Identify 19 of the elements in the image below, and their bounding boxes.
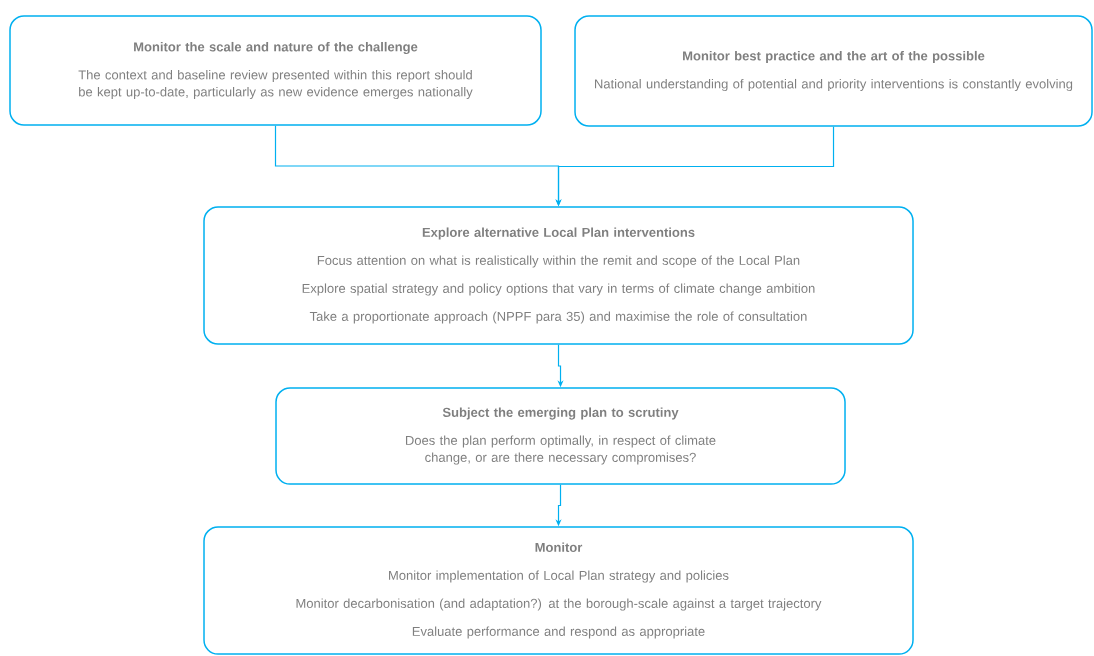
box-text: National understanding of potential and priority interventions is constantly evolving — [595, 78, 1073, 92]
box-heading: Monitor — [535, 542, 583, 552]
box-heading: Subject the emerging plan to scrutiny — [442, 407, 679, 420]
box-text: Does the plan perform optimally, in respect of climate change, or are there necessary compromises? — [406, 435, 716, 465]
box-heading: Monitor the scale and nature of the challenge — [134, 41, 418, 55]
process-box — [203, 526, 914, 655]
process-box — [203, 206, 914, 345]
box-text: Focus attention on what is realistically within the remit and scope of the Local Plan — [317, 255, 800, 268]
process-box — [275, 387, 846, 485]
box-text: Monitor decarbonisation (and adaptation?) at the borough-scale against a target trajectory — [296, 598, 822, 611]
box-text: The context and baseline review presented within this report should be kept up-to-date, particularly as new evidence emerges nationally — [78, 69, 473, 100]
box-text: Take a proportionate approach (NPPF para 35) and maximise the role of consultation — [309, 311, 807, 324]
process-box — [9, 15, 542, 126]
box-text: Explore spatial strategy and policy options that vary in terms of climate change ambition — [302, 283, 815, 296]
box-text: Evaluate performance and respond as appropriate — [412, 626, 705, 639]
box-heading: Explore alternative Local Plan interventions — [422, 227, 695, 240]
process-box — [574, 15, 1093, 127]
box-heading: Monitor best practice and the art of the possible — [683, 50, 985, 64]
box-text: Monitor implementation of Local Plan strategy and policies — [389, 570, 729, 583]
